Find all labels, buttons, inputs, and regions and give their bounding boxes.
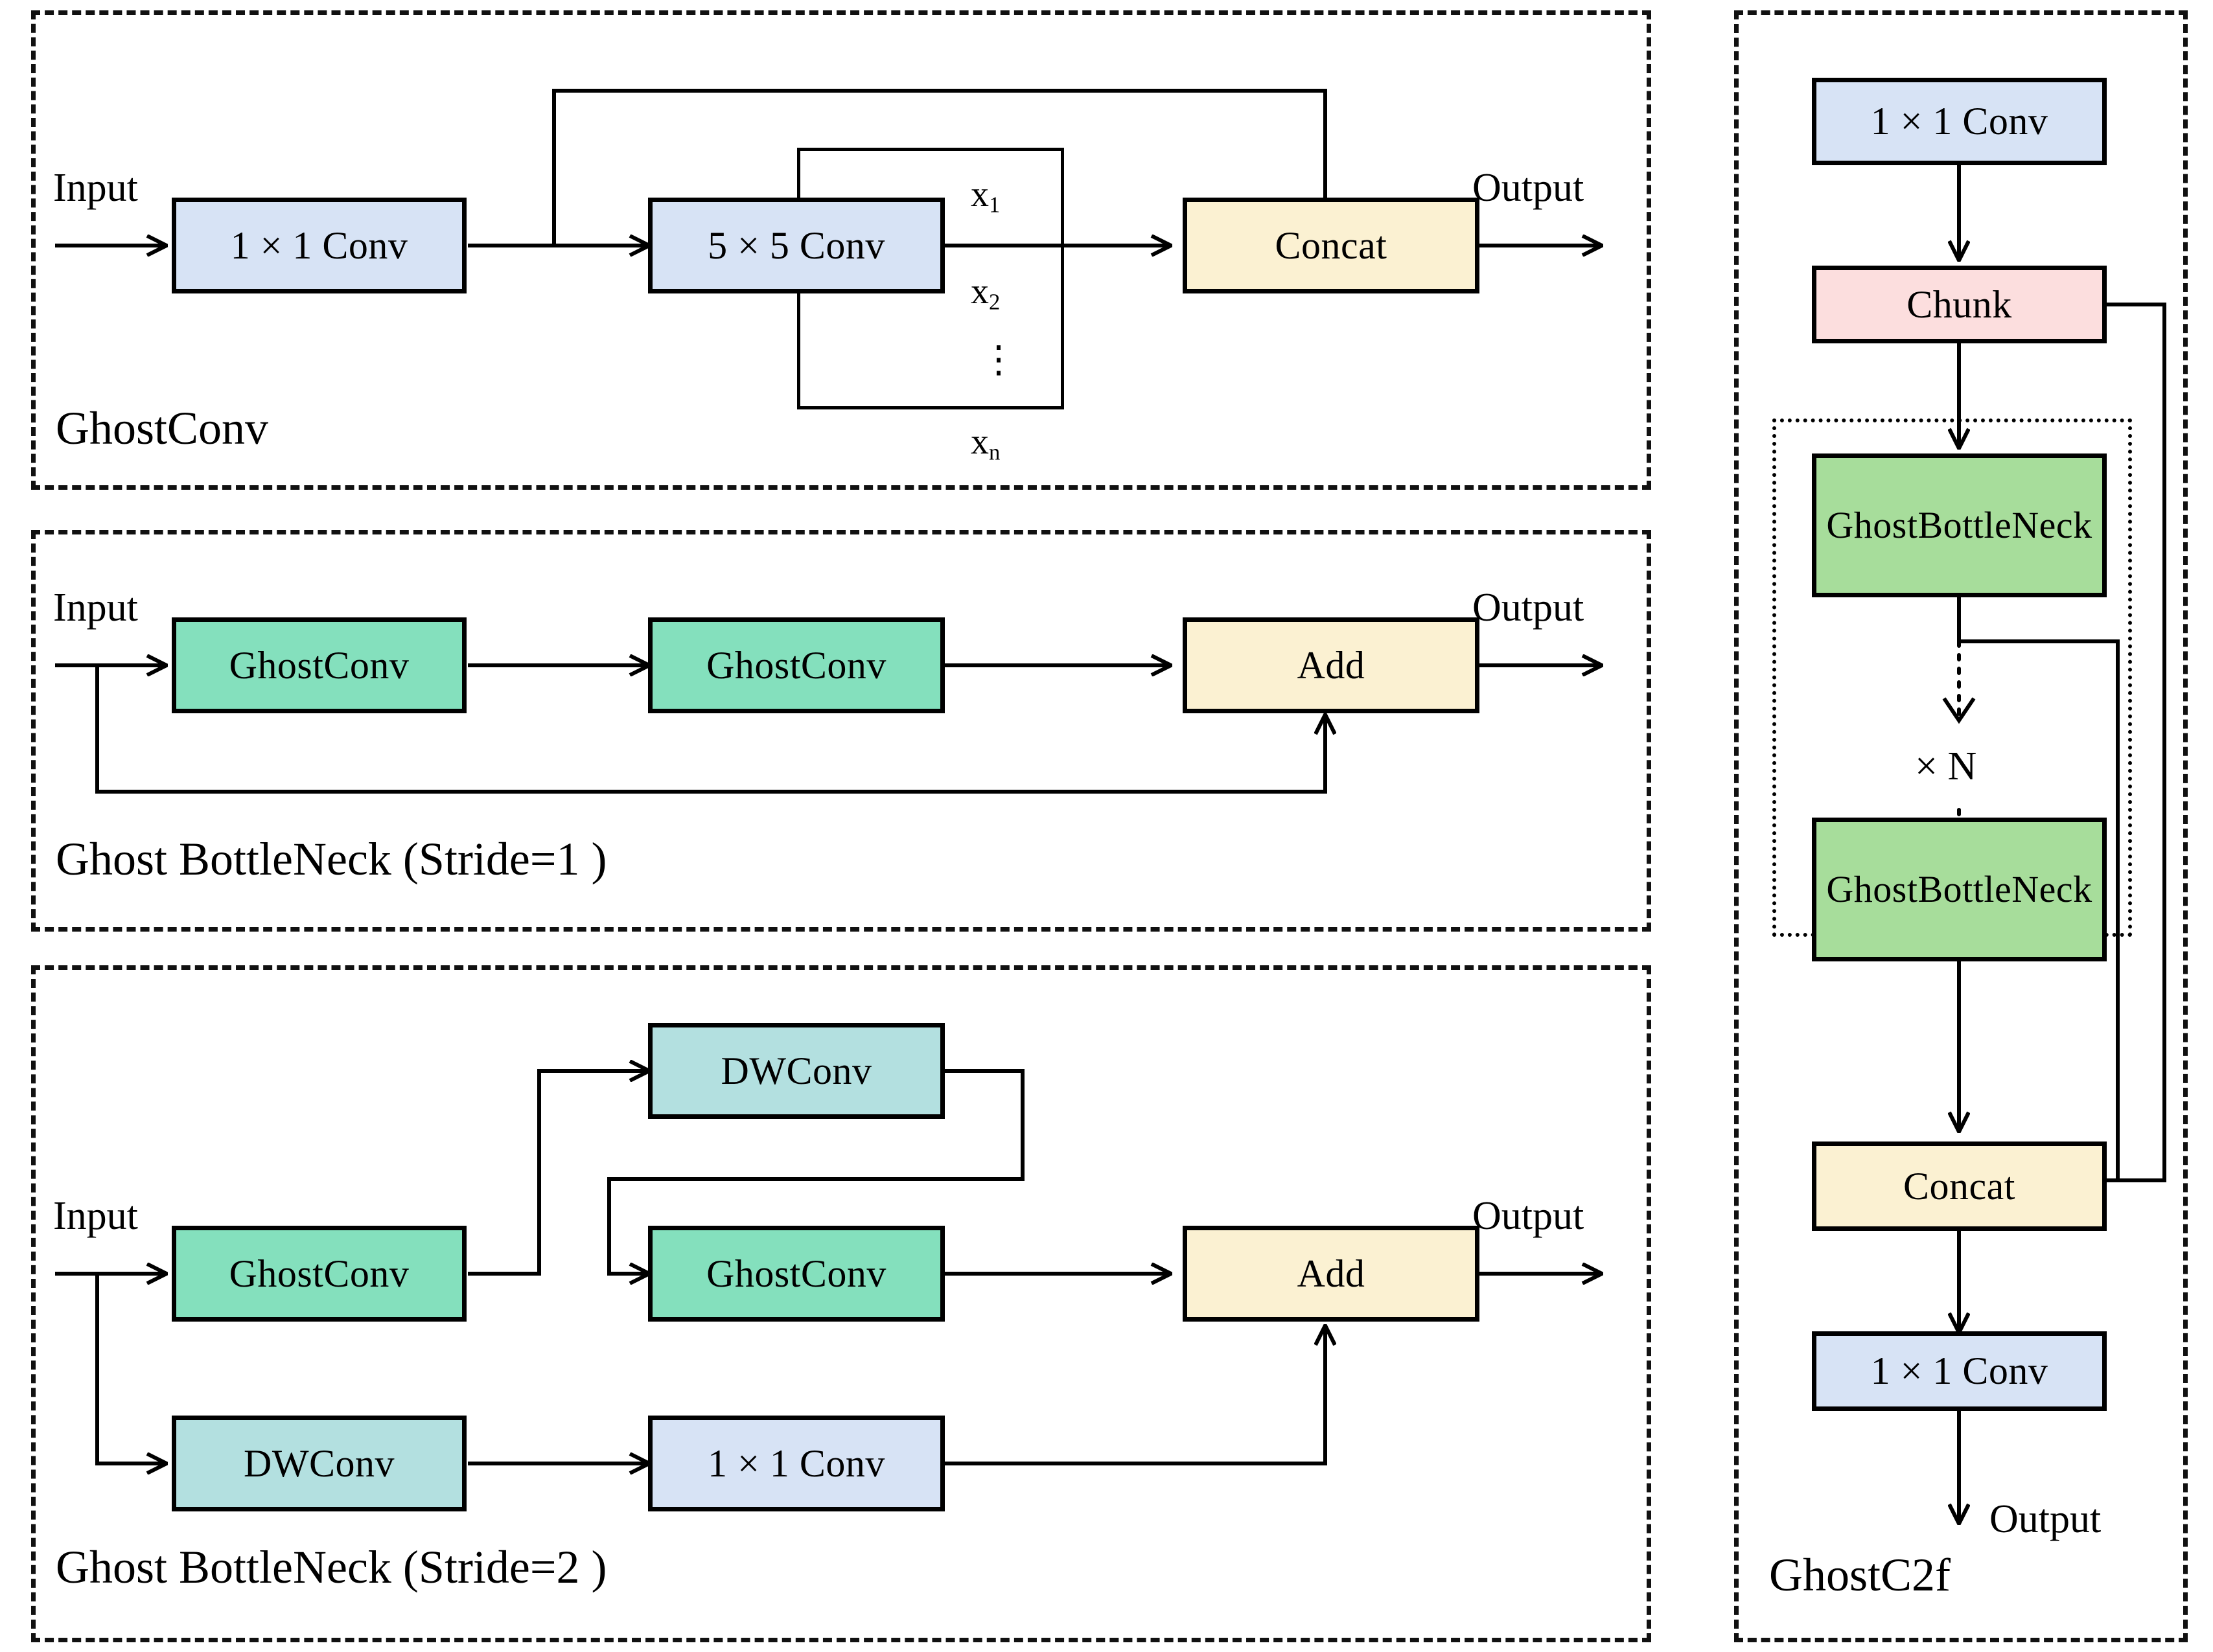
node-conv-5x5[interactable]: 5 × 5 Conv xyxy=(648,198,945,293)
branch-label-xn: xn xyxy=(971,422,1001,465)
bottleneck-label-line1: Ghost xyxy=(1826,867,1918,910)
repeat-count-label: × N xyxy=(1915,744,1977,788)
bottleneck-label-line2: BottleNeck xyxy=(1918,503,2092,546)
bottleneck-label-line2: BottleNeck xyxy=(1918,867,2092,910)
branch-label-x2: x2 xyxy=(971,271,1001,315)
node-ghostconv-b[interactable]: GhostConv xyxy=(648,617,945,713)
node-dwconv-bottom[interactable]: DWConv xyxy=(172,1416,467,1511)
node-c2f-conv1x1-top[interactable]: 1 × 1 Conv xyxy=(1812,78,2107,165)
node-c2f-ghost-bottleneck-first[interactable]: Ghost BottleNeck xyxy=(1812,453,2107,597)
node-conv-1x1[interactable]: 1 × 1 Conv xyxy=(172,198,467,293)
panel-ghost-bottleneck-stride1 xyxy=(31,530,1651,932)
branch-ellipsis: ⋮ xyxy=(980,338,1017,380)
node-ghostconv-a[interactable]: GhostConv xyxy=(172,617,467,713)
panel-ghost-bottleneck-stride2 xyxy=(31,965,1651,1642)
panel2-title: Ghost BottleNeck (Stride=1 ) xyxy=(56,833,607,885)
panel1-output-label: Output xyxy=(1472,166,1584,210)
bottleneck-label-line1: Ghost xyxy=(1826,503,1918,546)
panel2-input-label: Input xyxy=(53,586,138,630)
node-add[interactable]: Add xyxy=(1183,617,1479,713)
node-add-s2[interactable]: Add xyxy=(1183,1226,1479,1322)
node-c2f-conv1x1-bottom[interactable]: 1 × 1 Conv xyxy=(1812,1331,2107,1411)
node-c2f-chunk[interactable]: Chunk xyxy=(1812,266,2107,343)
node-c2f-ghost-bottleneck-last[interactable]: Ghost BottleNeck xyxy=(1812,818,2107,961)
node-dwconv-top[interactable]: DWConv xyxy=(648,1023,945,1119)
node-c2f-concat[interactable]: Concat xyxy=(1812,1141,2107,1231)
panel3-output-label: Output xyxy=(1472,1194,1584,1238)
branch-label-x1: x1 xyxy=(971,174,1001,218)
node-ghostconv-main[interactable]: GhostConv xyxy=(172,1226,467,1322)
panel-ghostc2f xyxy=(1734,10,2188,1642)
node-concat[interactable]: Concat xyxy=(1183,198,1479,293)
panel4-output-label: Output xyxy=(1989,1497,2102,1541)
panel1-title: GhostConv xyxy=(56,402,269,454)
panel2-output-label: Output xyxy=(1472,586,1584,630)
panel1-input-label: Input xyxy=(53,166,138,210)
panel3-input-label: Input xyxy=(53,1194,138,1238)
node-ghostconv-mid[interactable]: GhostConv xyxy=(648,1226,945,1322)
panel4-title: GhostC2f xyxy=(1769,1549,1951,1601)
node-conv-1x1-bottom[interactable]: 1 × 1 Conv xyxy=(648,1416,945,1511)
panel-ghostconv xyxy=(31,10,1651,490)
panel3-title: Ghost BottleNeck (Stride=2 ) xyxy=(56,1541,607,1593)
